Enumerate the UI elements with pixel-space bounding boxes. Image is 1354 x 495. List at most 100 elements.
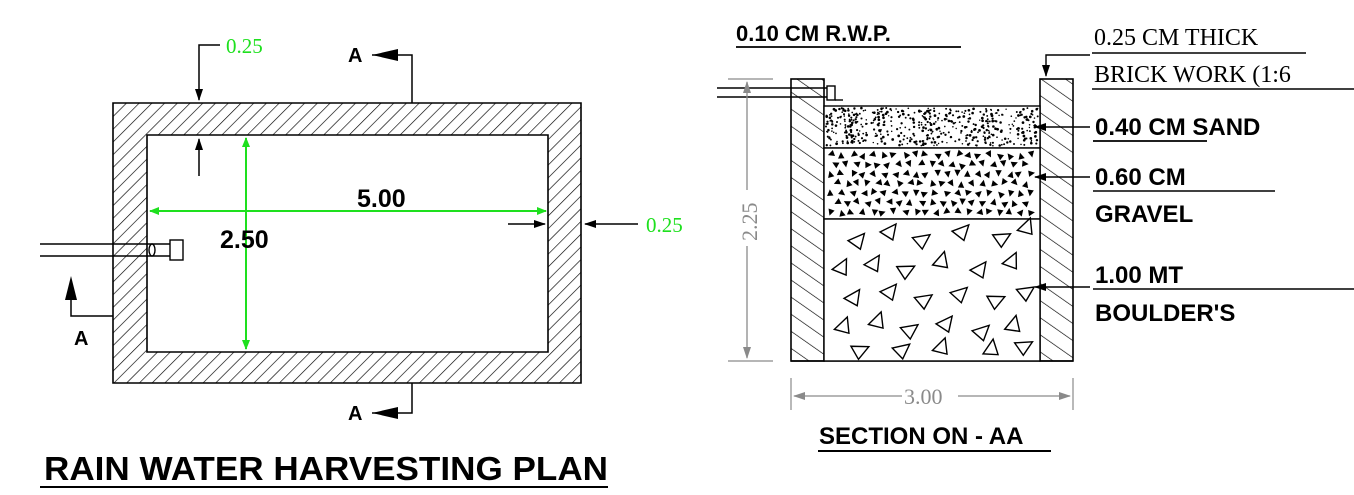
- gravel-mark: [849, 190, 857, 197]
- sand-dot: [890, 130, 893, 133]
- sand-dot: [1033, 131, 1037, 134]
- sand-dot: [882, 135, 885, 139]
- gravel-mark: [939, 200, 947, 208]
- gravel-mark: [919, 200, 927, 207]
- sand-dot: [1009, 140, 1012, 143]
- sand-dot: [992, 125, 995, 128]
- gravel-mark: [828, 208, 835, 216]
- sand-dot: [961, 124, 964, 127]
- gravel-mark: [881, 172, 889, 179]
- gravel-mark: [930, 198, 937, 206]
- boulder-mark: [911, 233, 932, 251]
- sand-dot: [831, 123, 834, 126]
- boulder-material: BOULDER'S: [1095, 300, 1235, 327]
- sand-dot: [874, 132, 877, 135]
- plan-wall-top-leader: [195, 44, 220, 101]
- gravel-mark: [912, 171, 920, 179]
- gravel-mark: [859, 152, 865, 161]
- sand-dot: [857, 132, 860, 135]
- sand-dot: [853, 107, 856, 110]
- sand-dot: [882, 123, 885, 127]
- sand-dot: [926, 120, 929, 124]
- sand-dot: [976, 140, 979, 143]
- sand-dot: [860, 106, 863, 110]
- sand-dot: [826, 135, 829, 138]
- sand-dot: [828, 136, 831, 140]
- sand-dot: [921, 114, 924, 117]
- sand-dot: [918, 121, 921, 124]
- sand-dot: [987, 124, 990, 128]
- sand-dot: [1017, 114, 1020, 117]
- gravel-mark: [1021, 201, 1029, 208]
- sand-dot: [918, 126, 921, 129]
- gravel-mark: [879, 190, 887, 197]
- sand-dot: [996, 127, 999, 131]
- sand-dot: [874, 116, 877, 119]
- sand-dot: [998, 144, 1001, 147]
- sand-dot: [854, 113, 857, 115]
- sand-dot: [1009, 132, 1011, 134]
- sand-dot: [912, 132, 915, 136]
- sand-dot: [831, 120, 834, 123]
- gravel-mark: [966, 208, 973, 216]
- gravel-mark: [915, 208, 922, 216]
- sand-dot: [901, 112, 905, 116]
- sand-dot: [880, 137, 883, 140]
- sand-dot: [943, 117, 947, 121]
- sand-dot: [877, 118, 881, 122]
- sand-dot: [929, 115, 932, 118]
- sand-dot: [890, 120, 893, 123]
- sand-dot: [881, 113, 885, 117]
- sand-dot: [962, 115, 966, 118]
- sand-dot: [915, 141, 918, 143]
- sand-dot: [987, 129, 990, 132]
- sand-dot: [1025, 115, 1028, 119]
- sand-dot: [989, 143, 992, 146]
- gravel-mark: [895, 160, 902, 168]
- sand-dot: [960, 129, 963, 133]
- gravel-mark: [937, 159, 945, 167]
- sand-dot: [924, 123, 927, 126]
- gravel-mark: [954, 189, 962, 197]
- sand-dot: [862, 132, 865, 135]
- sand-dot: [838, 107, 841, 111]
- gravel-mark: [974, 153, 982, 160]
- sand-dot: [846, 140, 849, 143]
- gravel-mark: [858, 208, 866, 215]
- sand-dot: [945, 118, 948, 120]
- sand-dot: [985, 128, 989, 132]
- sand-dot: [825, 122, 828, 125]
- sand-dot: [903, 134, 906, 137]
- sand-dot: [880, 140, 883, 143]
- sand-dot: [974, 136, 978, 139]
- sand-dot: [944, 133, 947, 136]
- sand-dot: [1001, 114, 1004, 116]
- sand-dot: [982, 113, 985, 116]
- gravel-mark: [989, 161, 998, 168]
- sand-dot: [883, 142, 887, 145]
- gravel-mark: [885, 198, 893, 205]
- sand-dot: [951, 114, 955, 117]
- sand-dot: [844, 124, 847, 126]
- sand-dot: [926, 134, 929, 137]
- gravel-mark: [902, 209, 910, 216]
- sand-dot: [835, 120, 839, 124]
- sand-dot: [929, 128, 933, 132]
- sand-dot: [880, 110, 883, 113]
- gravel-marks: [827, 149, 1035, 217]
- gravel-mark: [905, 159, 912, 168]
- sand-dot: [865, 133, 868, 137]
- boulder-mark: [931, 250, 949, 269]
- gravel-mark: [978, 159, 985, 167]
- sand-dot: [926, 109, 929, 113]
- sand-dot: [1035, 138, 1039, 142]
- section-rwp-label: 0.10 CM R.W.P.: [736, 21, 891, 46]
- sand-dot: [958, 115, 961, 119]
- sand-dot: [1023, 143, 1026, 146]
- sand-dot: [995, 112, 998, 114]
- sand-dot: [996, 136, 998, 139]
- svg-text:A: A: [74, 328, 88, 350]
- gravel-mark: [944, 190, 952, 197]
- sand-dot: [834, 124, 838, 127]
- sand-dot: [866, 122, 868, 125]
